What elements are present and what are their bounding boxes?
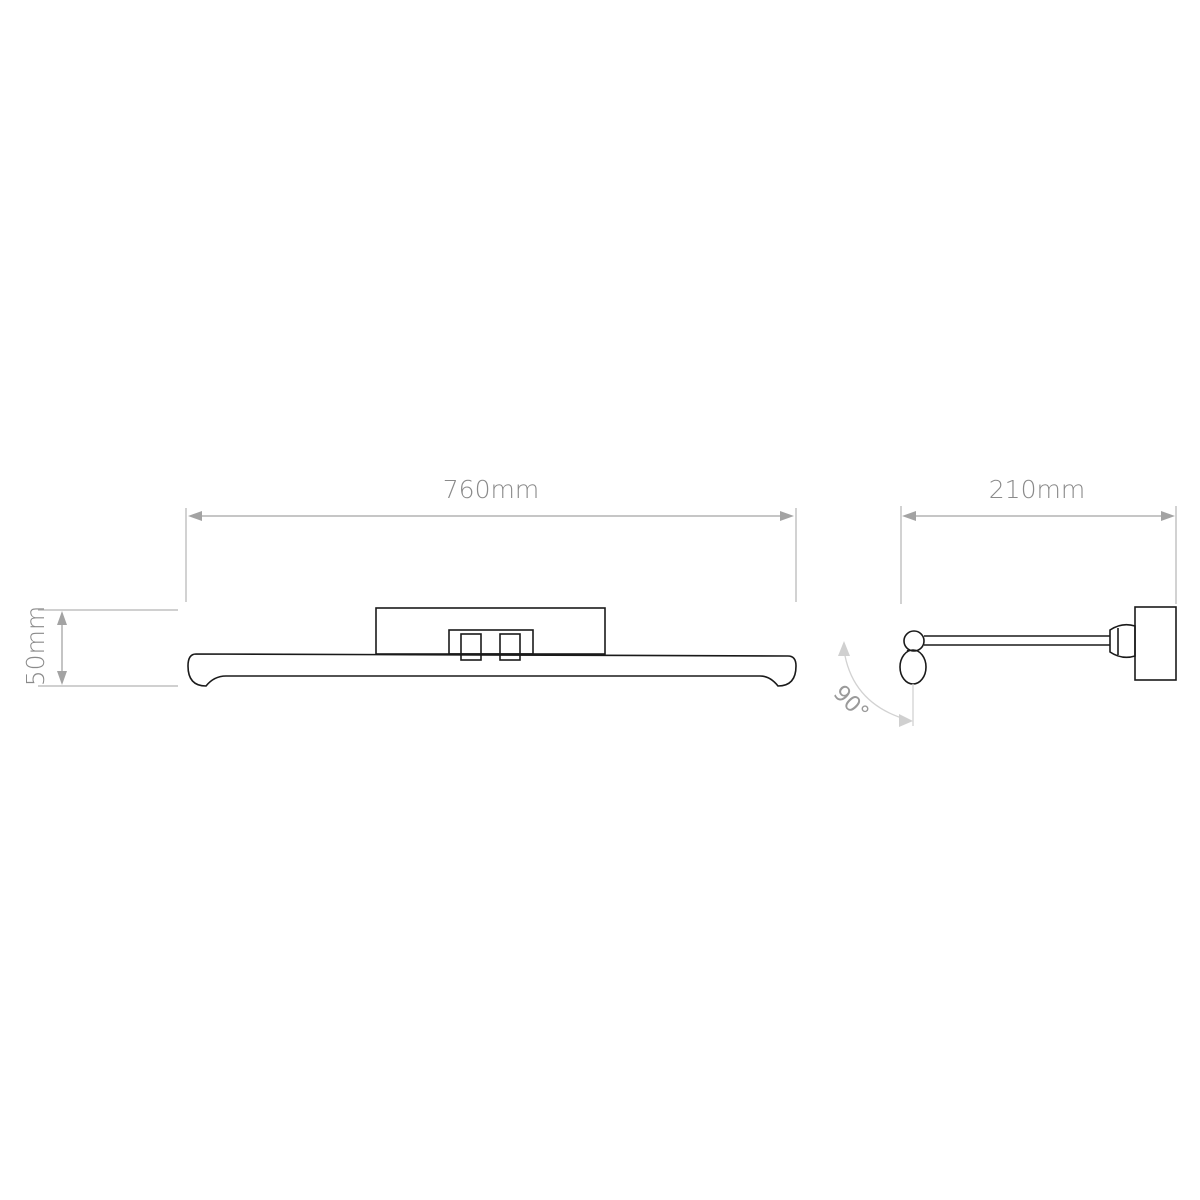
width-arrow-left <box>188 511 202 521</box>
side-wallplate <box>1134 606 1177 681</box>
projection-arrow-left <box>902 511 916 521</box>
height-arrow-bottom <box>57 671 67 685</box>
projection-label: 210mm <box>989 475 1085 504</box>
side-wall-joint <box>1109 623 1136 659</box>
height-arrow-top <box>57 611 67 625</box>
side-pivot <box>903 630 925 652</box>
front-knuckle-left <box>460 633 482 661</box>
rotation-label: 90° <box>828 681 873 726</box>
side-neck-left <box>906 649 910 652</box>
rotation-arrow-right <box>899 714 913 727</box>
projection-arrow-right <box>1161 511 1175 521</box>
front-bracket <box>448 629 534 655</box>
width-label: 760mm <box>443 475 539 504</box>
front-view: 760mm 50mm <box>21 475 797 687</box>
rotation-arrow-top <box>838 641 850 656</box>
height-label: 50mm <box>21 606 50 687</box>
side-view: 210mm 90° <box>828 475 1177 727</box>
rotation-arc <box>843 649 909 721</box>
front-light-bar <box>187 653 797 687</box>
side-lamp-head <box>899 649 927 685</box>
front-knuckle-right <box>499 633 521 661</box>
width-arrow-right <box>780 511 794 521</box>
front-backplate <box>375 607 606 655</box>
